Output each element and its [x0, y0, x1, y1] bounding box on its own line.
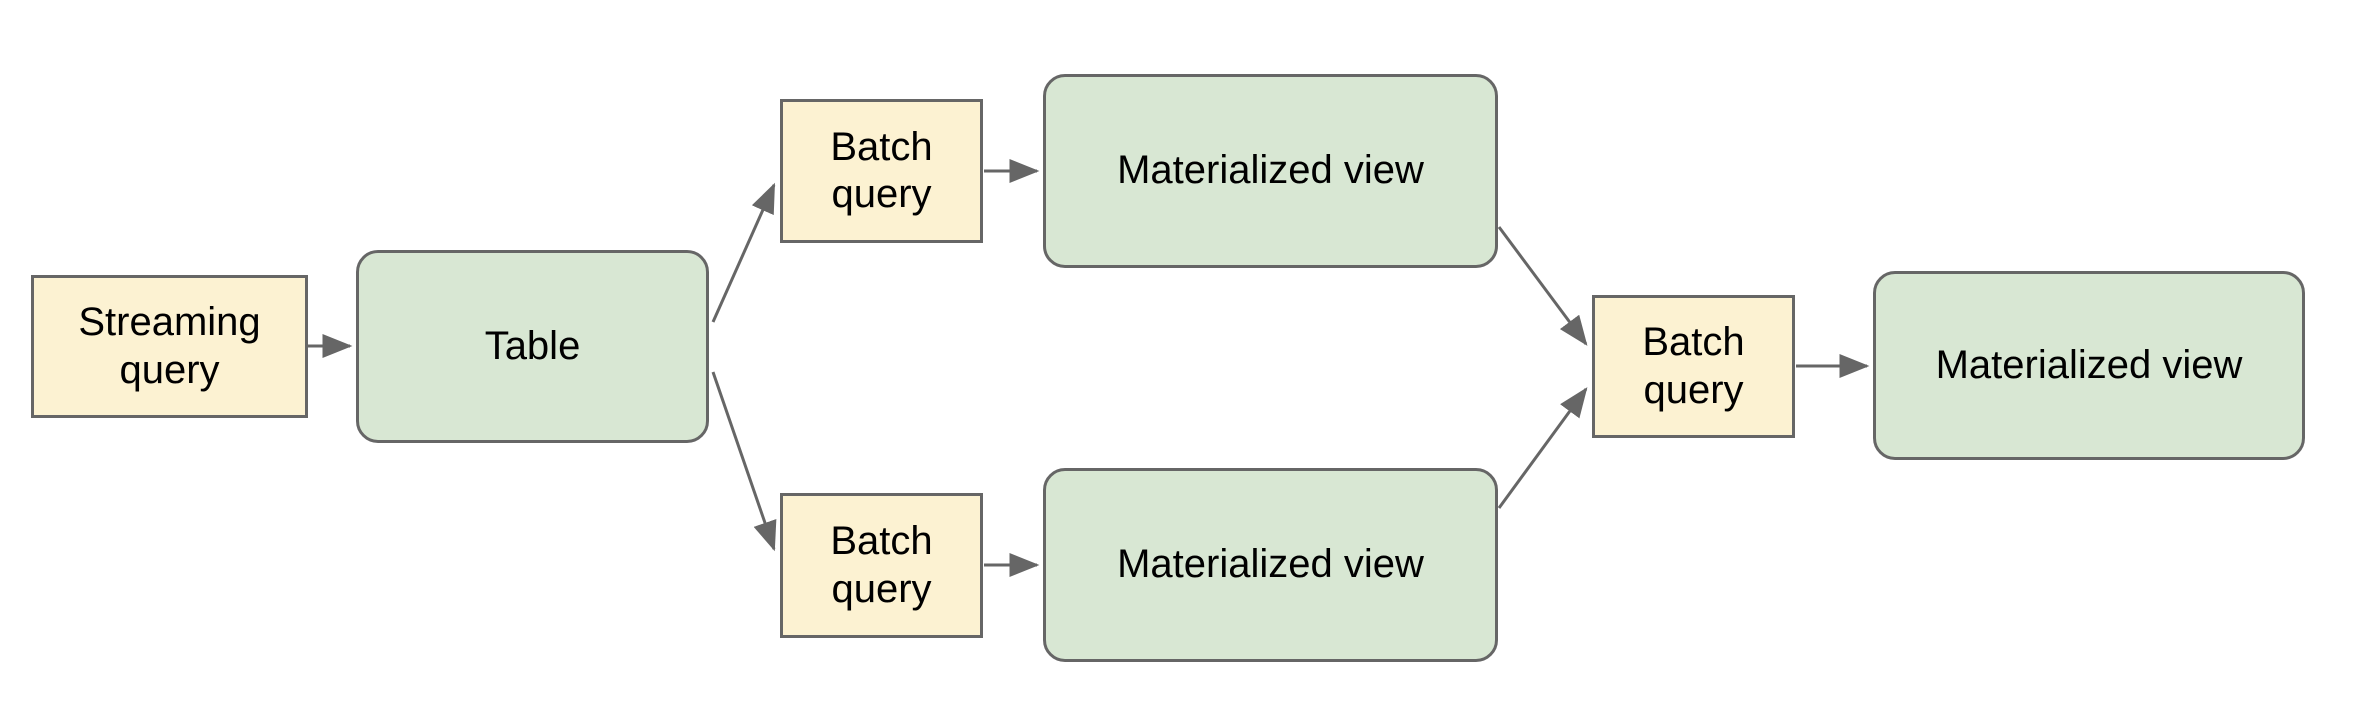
node-batch-query-top[interactable]: Batch query	[780, 99, 983, 243]
node-materialized-view-top[interactable]: Materialized view	[1043, 74, 1498, 268]
node-table[interactable]: Table	[356, 250, 709, 443]
edge-mv-top-to-batch-right	[1497, 226, 1588, 346]
node-batch-query-bottom[interactable]: Batch query	[780, 493, 983, 638]
edge-mv-bottom-to-batch-right	[1497, 387, 1588, 509]
node-materialized-view-right[interactable]: Materialized view	[1873, 271, 2305, 460]
edge-table-to-batch-top	[711, 182, 776, 323]
node-materialized-view-bottom[interactable]: Materialized view	[1043, 468, 1498, 662]
node-streaming-query[interactable]: Streaming query	[31, 275, 308, 418]
edge-group	[308, 159, 1870, 577]
edge-table-to-batch-bottom	[711, 371, 777, 552]
node-batch-query-right[interactable]: Batch query	[1592, 295, 1795, 438]
